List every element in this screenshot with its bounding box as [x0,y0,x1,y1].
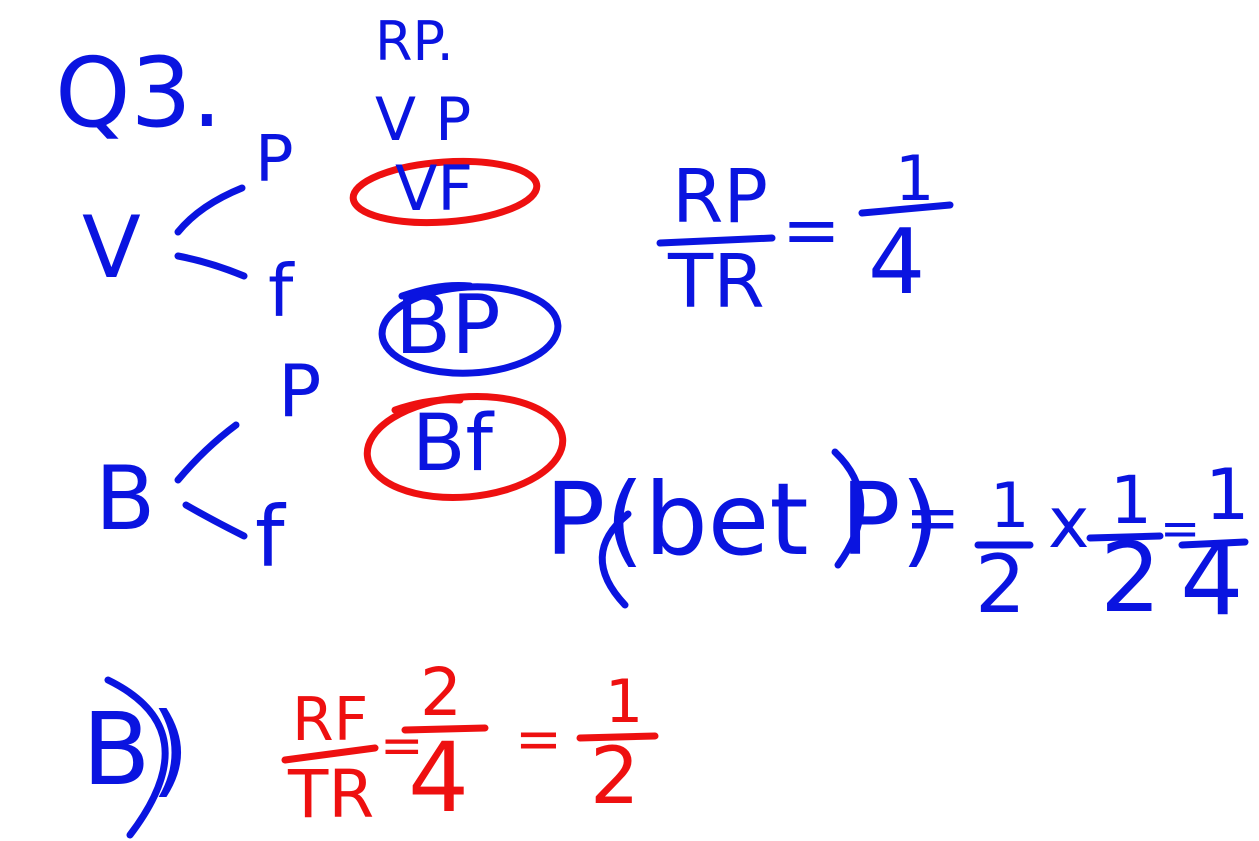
branch-b-upper [174,421,240,484]
rf-denominator: TR [288,756,375,833]
rp-value-denominator: 4 [868,210,926,315]
vf-circle [349,157,541,227]
prob-times: x [1048,482,1090,564]
prob-result-numerator: 1 [1205,454,1250,536]
rp-numerator: RP [672,154,769,240]
tree-b-upper-p: P [278,349,322,433]
question-label: Q3. [55,37,223,149]
tree-v-upper-p: P [255,123,294,197]
prob-result-denominator: 4 [1180,521,1244,638]
tree-v-lower-f: f [268,249,294,333]
branch-v-lower [174,252,248,280]
prob-equals-2: = [1160,501,1201,557]
rp-fraction-bar [656,234,776,247]
prob-res-bar [1178,538,1249,549]
bp-circle-tail [398,281,474,300]
tree-v-root: V [82,198,141,298]
prob-paren-right [831,448,865,569]
rf-fraction-bar [281,744,379,764]
outcome-header-bottom: V P [375,85,472,155]
rp-equals: = [782,189,841,271]
frac2-denominator: 2 [590,732,640,822]
bf-circle-tail [391,396,464,414]
prob-lhs: P(bet P) [545,461,940,578]
rf-numerator: RF [292,685,369,755]
outcome-bp: BP [395,278,501,373]
tree-b-lower-f: f [255,488,285,586]
prob-equals: = [905,479,961,556]
frac1-bar [401,724,489,734]
branch-v-upper [174,184,246,236]
outcome-bf: Bf [412,399,493,489]
branch-b-lower [182,501,248,540]
frac1-denominator: 4 [408,722,470,834]
outcome-vf: VF [395,152,474,225]
rp-value-numerator: 1 [895,142,935,215]
rp-denominator: TR [668,239,765,325]
outcome-header-top: RP. [375,10,454,73]
frac2-bar [576,732,659,742]
prob-b-bar [1086,532,1164,542]
prob-b-numerator: 1 [1110,462,1152,539]
tree-b-root: B [95,447,156,550]
prob-a-denominator: 2 [975,538,1026,631]
frac2-numerator: 1 [605,667,644,737]
answer-label-b: B) [82,691,190,808]
answer-equals-1: = [380,716,424,776]
prob-b-denominator: 2 [1100,522,1162,634]
answer-paren [104,676,169,839]
frac1-numerator: 2 [420,654,462,731]
prob-a-numerator: 1 [990,469,1030,542]
prob-paren-left [598,510,632,609]
rp-value-bar [858,201,954,217]
answer-equals-2: = [515,707,562,772]
